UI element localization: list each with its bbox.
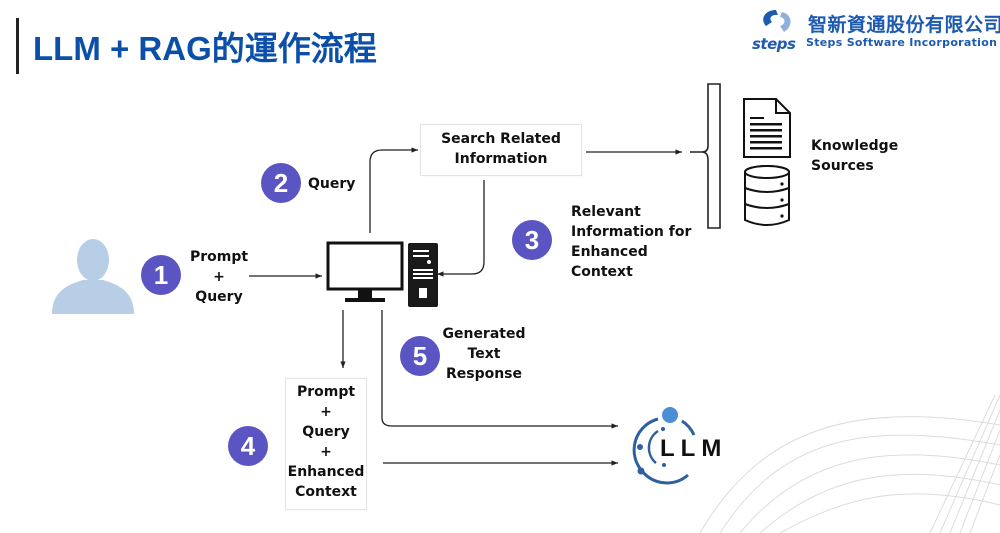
search-box-line-1: Search Related [441, 131, 561, 147]
company-name-en: Steps Software Incorporation [806, 36, 998, 49]
step-badge-2: 2 [261, 163, 301, 203]
step-4-label-3: Query [302, 424, 350, 440]
step-2-label: Query [308, 176, 356, 192]
page-title: LLM + RAG的運作流程 [33, 30, 377, 67]
search-related-info-box: Search Related Information [420, 124, 582, 176]
llm-logo-text: LLM [660, 435, 728, 462]
user-icon [52, 239, 134, 314]
llm-logo-icon: LLM [628, 405, 728, 485]
database-icon [744, 165, 790, 226]
step-4-label-2: + [320, 404, 332, 420]
knowledge-label-1: Knowledge [811, 138, 899, 154]
step-4-label-1: Prompt [296, 384, 356, 400]
knowledge-brace [690, 83, 721, 229]
step-1-label-3: Query [195, 289, 243, 305]
step-1-label-2: + [213, 269, 225, 285]
step-3-label-4: Context [571, 264, 633, 280]
step-badge-1: 1 [141, 255, 181, 295]
arrow-context-to-computer [437, 180, 485, 277]
prompt-query-context-box: Prompt + Query + Enhanced Context [285, 378, 367, 510]
step-badge-4: 4 [228, 426, 268, 466]
computer-monitor-icon [326, 241, 404, 302]
computer-tower-icon [408, 243, 438, 307]
step-3-label-3: Enhanced [571, 244, 648, 260]
step-badge-3: 3 [512, 220, 552, 260]
step-4-label-6: Context [295, 484, 357, 500]
document-icon [743, 98, 791, 158]
decorative-waves [699, 394, 1000, 533]
search-box-line-2: Information [454, 151, 548, 167]
step-3-label-2: Information for [571, 224, 692, 240]
step-1-label-1: Prompt [189, 249, 249, 265]
knowledge-label-2: Sources [811, 158, 874, 174]
step-5-label-2: Text [467, 346, 501, 362]
company-name-cn: 智新資通股份有限公司 [808, 14, 1000, 36]
company-logo: steps 智新資通股份有限公司 Steps Software Incorpor… [750, 6, 1000, 53]
step-badge-5: 5 [400, 336, 440, 376]
step-4-label-5: Enhanced [287, 464, 365, 480]
step-3-label-1: Relevant [571, 204, 641, 220]
steps-logo-icon [763, 10, 791, 32]
title-accent-bar [16, 18, 19, 74]
step-5-label-3: Response [445, 366, 523, 382]
arrow-response-to-llm [381, 310, 618, 429]
logo-wordmark: steps [752, 35, 796, 53]
step-5-label-1: Generated [442, 326, 526, 342]
arrow-query-to-search [369, 147, 418, 233]
step-4-label-4: + [320, 444, 332, 460]
